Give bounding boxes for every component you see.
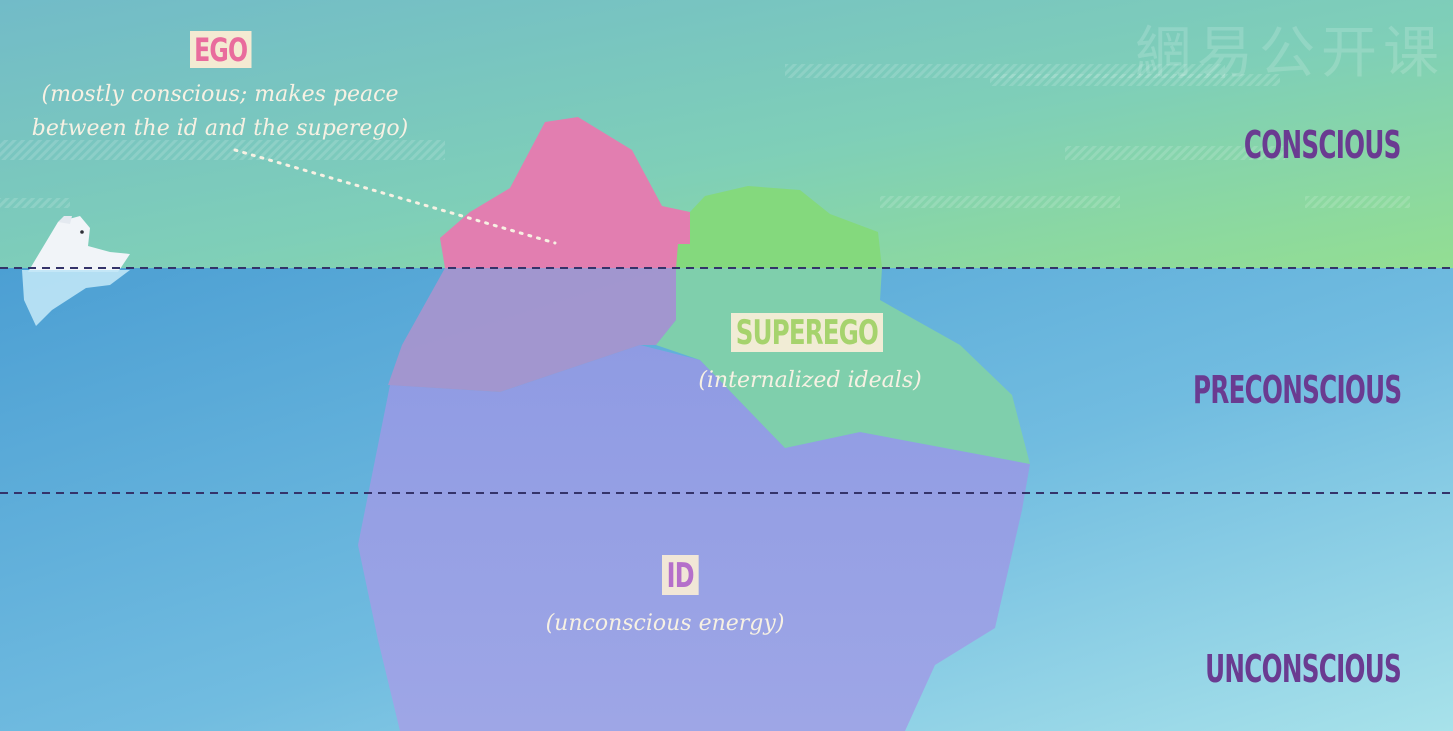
superego-tip [676, 186, 882, 268]
ego-pointer-line [233, 148, 557, 245]
unconscious-label: UNCONSCIOUS [1205, 647, 1402, 691]
id-title: ID [662, 555, 699, 595]
ego-description: (mostly conscious; makes peace between t… [10, 78, 430, 146]
id-mass [358, 345, 1030, 731]
ego-underwater [388, 268, 676, 392]
superego-description: (internalized ideals) [698, 368, 922, 393]
id-description: (unconscious energy) [545, 611, 785, 636]
ego-description-line2: between the id and the superego) [31, 116, 409, 141]
ego-tip [440, 117, 690, 268]
conscious-label: CONSCIOUS [1244, 123, 1401, 167]
superego-title: SUPEREGO [731, 313, 883, 352]
ego-description-line1: (mostly conscious; makes peace [41, 82, 399, 107]
cloud-streaks [0, 64, 1410, 208]
watermark: 網易公开课 [1135, 21, 1445, 86]
preconscious-label: PRECONSCIOUS [1192, 368, 1402, 412]
polar-bear-icon [22, 216, 130, 326]
ego-title: EGO [190, 31, 252, 68]
